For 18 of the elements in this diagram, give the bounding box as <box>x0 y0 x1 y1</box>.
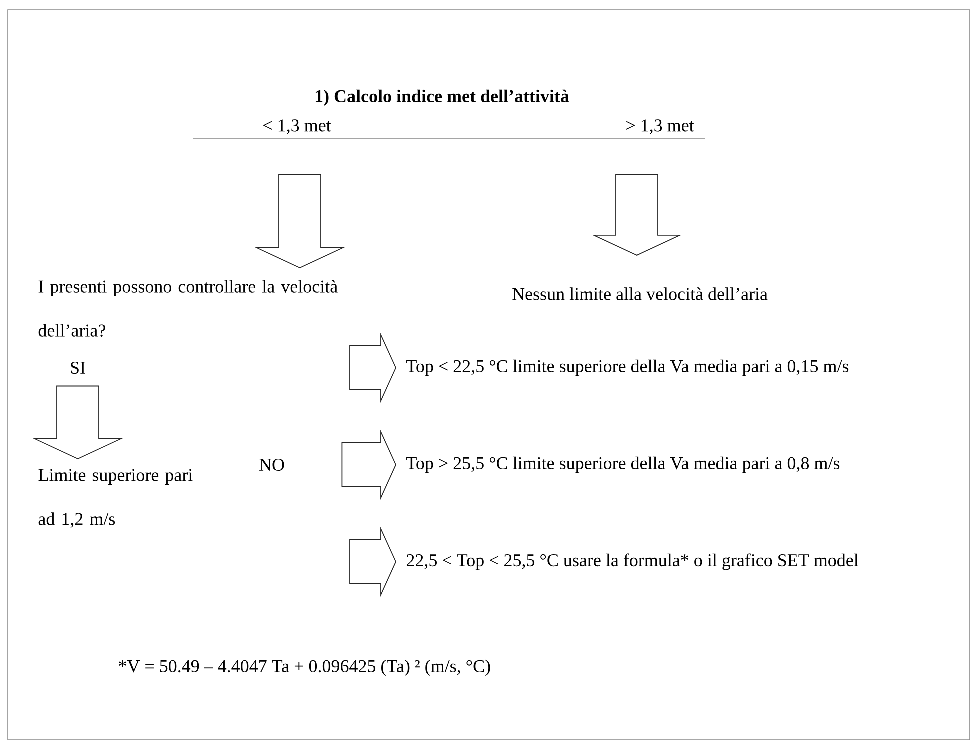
node-text: Top < 22,5 °C limite superiore della Va media pari a 0,15 m/s <box>406 360 849 376</box>
block-arrow <box>32 386 124 460</box>
node-text: Nessun limite alla velocità dell’aria <box>512 288 768 300</box>
block-arrow <box>350 332 396 404</box>
formula-note: *V = 50.49 – 4.4047 Ta + 0.096425 (Ta) ² (m/s, °C) <box>119 660 490 676</box>
block-arrow <box>254 174 346 268</box>
title: 1) Calcolo indice met dell’attività <box>316 90 570 106</box>
block-arrow <box>350 526 396 598</box>
node-text: Limite superiore pari ad 1,2 m/s <box>38 469 193 528</box>
node-text: < 1,3 met <box>264 120 332 134</box>
block-arrow <box>342 430 396 500</box>
node-text: I presenti possono controllare la velocità dell’aria? <box>38 280 338 337</box>
node-text: NO <box>260 458 284 472</box>
block-arrow <box>592 174 682 256</box>
node-text: 22,5 < Top < 25,5 °C usare la formula* o il grafico SET model <box>407 554 859 570</box>
node-text: Top > 25,5 °C limite superiore della Va media pari a 0,8 m/s <box>406 456 840 474</box>
node-text: > 1,3 met <box>626 120 694 134</box>
node-text: SI <box>71 362 86 374</box>
